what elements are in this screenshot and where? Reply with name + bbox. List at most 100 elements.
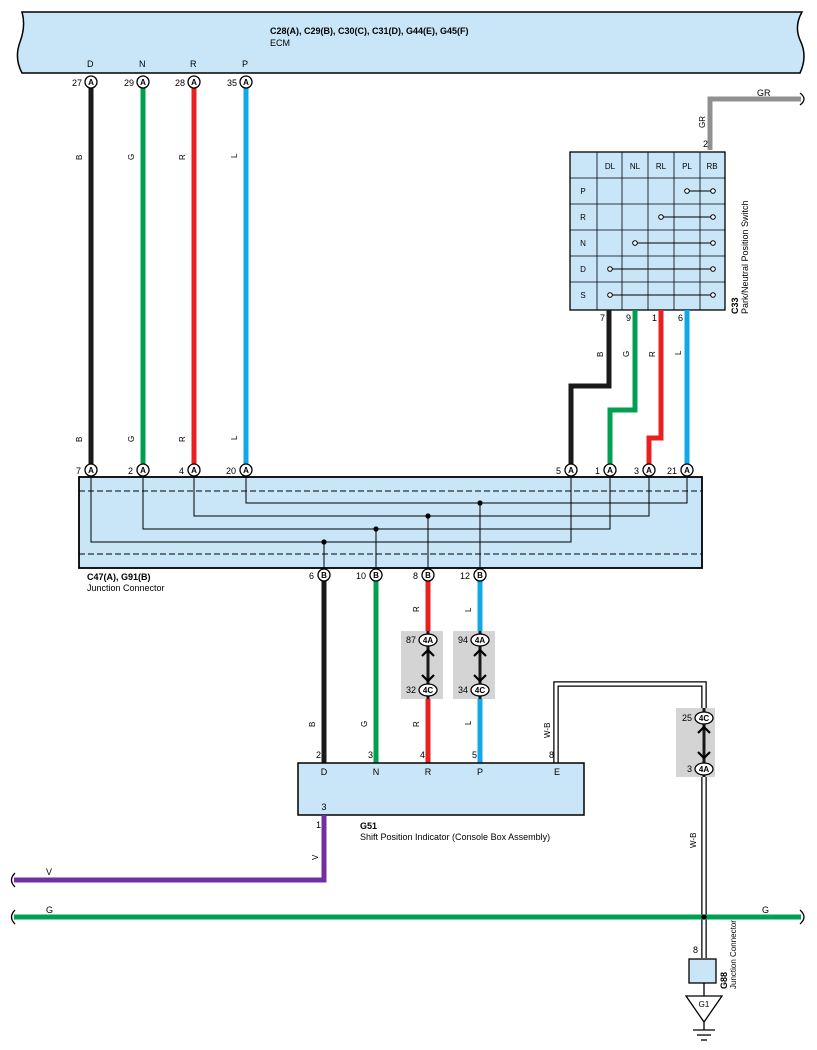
svg-text:B: B: [425, 571, 431, 580]
g51-pin-1: 1: [316, 820, 321, 830]
svg-text:4C: 4C: [423, 686, 433, 695]
pn-out-pin-7: 7: [600, 313, 605, 323]
g51-pin-8: 8: [549, 750, 554, 760]
wire-code-r-mid: R: [412, 606, 421, 612]
wire-g-splice: [701, 914, 707, 920]
pn-row-r: R: [580, 213, 586, 222]
pn-switch-name: Park/Neutral Position Switch: [740, 200, 750, 314]
wire-code-r-g51: R: [412, 721, 421, 727]
pn-col-rb: RB: [706, 162, 717, 171]
wire-wb-inner: [554, 682, 706, 958]
g51-terminal-n: N: [373, 767, 380, 777]
pn-col-dl: DL: [605, 162, 616, 171]
g51-terminal-d: D: [321, 767, 328, 777]
svg-text:5: 5: [556, 466, 561, 476]
inline-l-arrows: [473, 648, 487, 683]
wire-v-break: [10, 872, 16, 888]
ecm-terminal-label-d: D: [87, 59, 94, 69]
svg-text:B: B: [373, 571, 379, 580]
junction-connector-label: C47(A), G91(B): [87, 572, 151, 582]
pn-col-rl: RL: [656, 162, 667, 171]
junction-pin-7a: A 7: [76, 463, 98, 477]
g88-pin: 8: [693, 945, 698, 955]
svg-text:3: 3: [634, 466, 639, 476]
ground-symbol-g1: G1: [684, 995, 724, 1041]
junction-pin-3a: A 3: [634, 463, 656, 477]
wire-code-b-g51: B: [308, 722, 317, 727]
svg-text:8: 8: [413, 571, 418, 581]
junction-splice-dots: [321, 500, 483, 545]
g51-pin-4: 4: [420, 750, 425, 760]
junction-connector-name: Junction Connector: [87, 583, 165, 593]
junction-pin-10b: B 10: [356, 568, 383, 582]
pn-row-n: N: [580, 239, 586, 248]
g51-name: Shift Position Indicator (Console Box As…: [360, 832, 550, 842]
ecm-pin-35: A 35: [227, 75, 253, 89]
svg-text:4C: 4C: [699, 714, 709, 723]
svg-text:A: A: [607, 466, 613, 475]
wire-g-switch: [607, 310, 638, 464]
wb-pin-25-4c: 4C 25: [682, 711, 714, 725]
inline-pin-34-4c: 4C 34: [458, 683, 490, 697]
svg-text:B: B: [321, 571, 327, 580]
svg-text:7: 7: [76, 466, 81, 476]
wire-code-g-switch: G: [622, 351, 631, 357]
svg-text:94: 94: [458, 635, 468, 645]
wire-g-break-left: [10, 909, 16, 925]
svg-text:25: 25: [682, 713, 692, 723]
wire-code-g-bus-right: G: [762, 905, 769, 915]
wire-code-wb-right: W-B: [689, 833, 698, 848]
svg-text:A: A: [140, 466, 146, 475]
svg-text:4: 4: [179, 466, 184, 476]
g88-name: Junction Connector: [729, 920, 738, 989]
wire-code-l-g51: L: [464, 720, 473, 725]
pn-out-pin-6: 6: [678, 313, 683, 323]
ecm-pin-28: A 28: [175, 75, 201, 89]
wb-inline-arrows: [697, 725, 711, 760]
svg-text:G1: G1: [699, 1000, 710, 1009]
svg-text:4C: 4C: [475, 686, 485, 695]
ecm-terminal-label-p: P: [242, 59, 248, 69]
svg-text:A: A: [243, 78, 249, 87]
pn-switch-contacts: [607, 188, 716, 298]
svg-text:A: A: [191, 466, 197, 475]
junction-pin-12b: B 12: [460, 568, 487, 582]
g51-terminal-r: R: [425, 767, 432, 777]
pn-switch-connector-label: C33: [730, 297, 740, 314]
svg-text:A: A: [646, 466, 652, 475]
svg-text:A: A: [568, 466, 574, 475]
svg-text:A: A: [88, 466, 94, 475]
pn-out-pin-9: 9: [626, 313, 631, 323]
ecm-terminal-label-r: R: [190, 59, 197, 69]
wire-code-g-upper: G: [127, 154, 136, 160]
junction-pin-4a: A 4: [179, 463, 201, 477]
wire-code-wb-left: W-B: [543, 723, 552, 738]
svg-text:34: 34: [458, 685, 468, 695]
wire-code-g-bus-left: G: [46, 905, 53, 915]
junction-connector-box: [78, 476, 703, 569]
pn-switch-table: [569, 151, 726, 311]
ecm-pin-27: A 27: [72, 75, 98, 89]
svg-text:A: A: [140, 78, 146, 87]
svg-text:4A: 4A: [423, 636, 433, 645]
junction-pin-6b: B 6: [309, 568, 331, 582]
pn-col-pl: PL: [682, 162, 692, 171]
inline-r-arrows: [421, 648, 435, 683]
junction-pin-8b: B 8: [413, 568, 435, 582]
pn-col-nl: NL: [630, 162, 641, 171]
svg-text:4A: 4A: [475, 636, 485, 645]
pn-switch-input-pin: 2: [703, 139, 708, 149]
wire-gr: [707, 96, 801, 150]
wire-code-r-lower: R: [178, 436, 187, 442]
wb-pin-3-4a: 4A 3: [687, 762, 714, 776]
wire-code-l-lower: L: [230, 435, 239, 440]
g51-connector-label: G51: [360, 821, 377, 831]
wire-code-g-g51: G: [360, 721, 369, 727]
junction-pin-5a: A 5: [556, 463, 578, 477]
svg-text:B: B: [477, 571, 483, 580]
svg-text:10: 10: [356, 571, 366, 581]
ecm-pin-29: A 29: [124, 75, 150, 89]
g51-terminal-3-bottom: 3: [321, 802, 326, 812]
pn-row-s: S: [580, 291, 585, 300]
